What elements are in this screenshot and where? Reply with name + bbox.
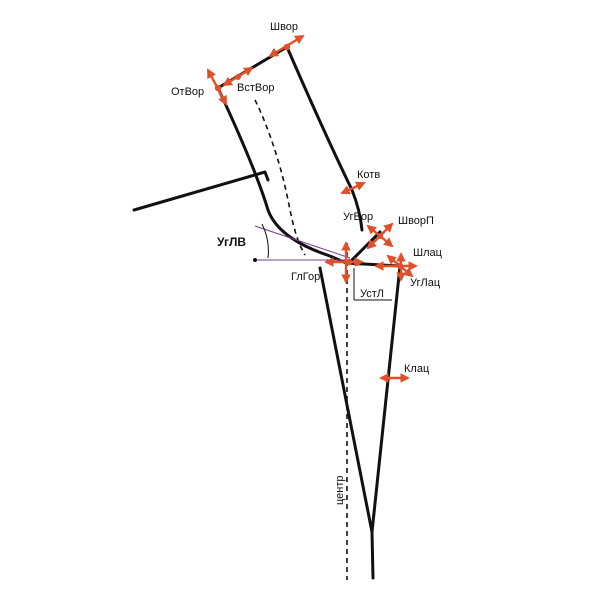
shoulder-line: [132, 170, 270, 212]
label-shvor: Швор: [270, 21, 298, 33]
roll-line-dashed: [254, 99, 306, 256]
label-centr: центр: [334, 475, 346, 505]
notch-line: [348, 230, 382, 264]
label-kotv: Котв: [357, 169, 380, 181]
dot-marker-icon: [396, 262, 404, 270]
dot-marker-icon: [377, 233, 383, 239]
dot-marker-icon: [235, 74, 241, 80]
dot-marker-icon: [214, 84, 222, 92]
dot-marker-icon: [354, 260, 360, 266]
point-labels: Швор ОтВор ВстВор Котв УгВор ШворП УгЛВ …: [171, 21, 443, 505]
collar-line: [285, 45, 364, 232]
dashed-guides: [254, 99, 348, 580]
angle-slanted-line: [254, 225, 351, 259]
label-shvorp: ШворП: [398, 215, 434, 227]
angle-vertex-dot: [253, 258, 257, 262]
label-uglac: УгЛац: [410, 277, 441, 289]
label-shlac: Шлац: [413, 247, 443, 259]
label-vstvor: ВстВор: [237, 82, 274, 94]
dot-marker-icon: [283, 43, 291, 51]
label-glgor: ГлГор: [291, 271, 320, 283]
front-edge-right: [370, 264, 402, 534]
point-markers: [214, 43, 404, 270]
dot-marker-icon: [345, 258, 353, 266]
label-uglv: УгЛВ: [217, 235, 246, 249]
label-klac: Клац: [404, 363, 430, 375]
label-otvor: ОтВор: [171, 86, 204, 98]
double-headed-arrow-icon: [340, 181, 366, 195]
label-ugvor: УгВор: [343, 211, 373, 223]
front-edge-left: [318, 266, 374, 534]
bottom-stem: [370, 530, 375, 580]
angle-arc: [261, 223, 269, 259]
lapel-outer-edge: [216, 86, 348, 265]
angle-construction: [254, 223, 351, 261]
label-ustl: УстЛ: [360, 288, 384, 300]
